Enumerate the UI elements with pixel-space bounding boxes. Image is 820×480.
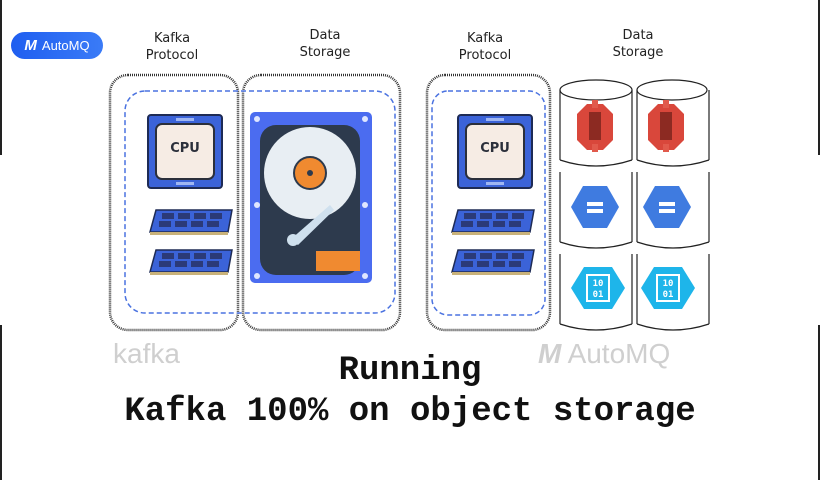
kafka-protocol-box	[108, 73, 240, 332]
title-line: Protocol	[145, 48, 199, 63]
title-line: Data	[622, 28, 654, 43]
ram-icon	[451, 249, 535, 276]
kafka-protocol-title-right: Kafka Protocol	[425, 30, 545, 64]
title-line: Data	[309, 28, 341, 43]
aws-s3-icon	[648, 100, 684, 152]
aws-s3-icon	[577, 100, 613, 152]
cpu-label: CPU	[480, 141, 510, 156]
ram-icon	[149, 209, 233, 236]
title-line: Storage	[612, 45, 664, 60]
gcp-storage-icon	[643, 186, 691, 228]
blob-label: 10	[593, 279, 604, 289]
frame-edge	[818, 0, 820, 155]
blob-label: 10	[663, 279, 674, 289]
title-line: Kafka	[153, 31, 191, 46]
database-cylinder-icon	[636, 79, 710, 331]
automq-watermark: M AutoMQ	[538, 338, 671, 369]
logo-mark: M	[24, 37, 37, 54]
kafka-protocol-title-left: Kafka Protocol	[112, 30, 232, 64]
title-line: Storage	[299, 45, 351, 60]
gcp-storage-icon	[571, 186, 619, 228]
title-line: Kafka	[466, 31, 504, 46]
blob-label: 01	[663, 290, 674, 300]
frame-edge	[0, 325, 2, 480]
automq-logo: M AutoMQ	[11, 32, 103, 59]
headline-line1: Running	[338, 352, 482, 390]
frame-edge	[0, 0, 2, 155]
data-storage-box	[241, 73, 402, 332]
title-line: Protocol	[458, 48, 512, 63]
headline-line2: Kafka 100% on object storage	[124, 393, 696, 431]
data-storage-title-right: Data Storage	[578, 27, 698, 61]
ram-icon	[451, 209, 535, 236]
frame-edge	[818, 325, 820, 480]
cpu-label: CPU	[170, 141, 200, 156]
broker-boundary	[124, 90, 396, 314]
broker-boundary	[431, 90, 546, 316]
kafka-watermark: kafka	[113, 338, 180, 369]
hard-drive-icon	[250, 112, 372, 283]
data-storage-title-left: Data Storage	[265, 27, 385, 61]
watermark-text: AutoMQ	[567, 338, 671, 369]
ram-icon	[149, 249, 233, 276]
logo-text: AutoMQ	[41, 38, 90, 53]
kafka-protocol-box	[425, 73, 552, 332]
blob-label: 01	[593, 290, 604, 300]
